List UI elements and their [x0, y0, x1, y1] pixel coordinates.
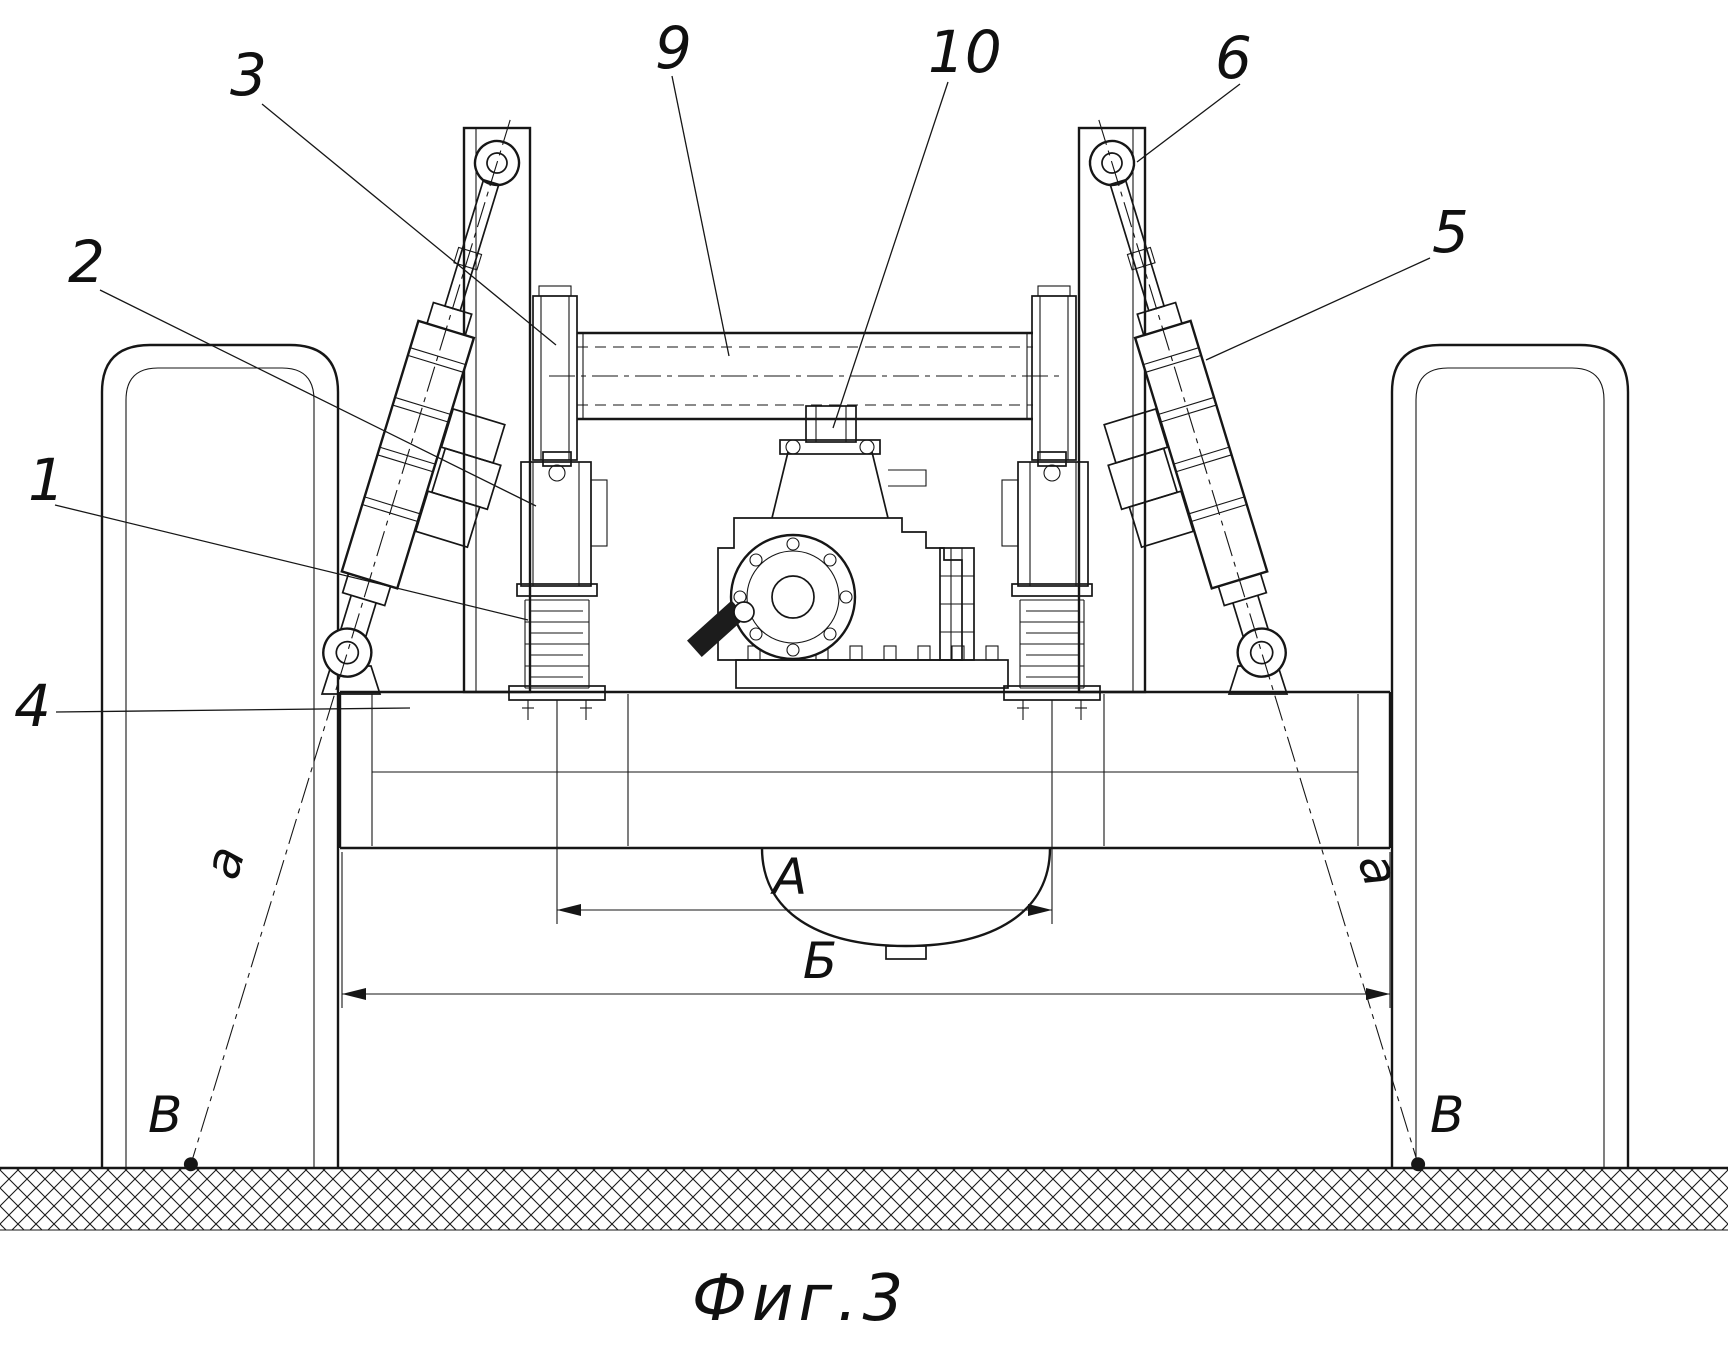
left-hydraulic-cylinder [183, 119, 521, 1172]
differential-dome [760, 847, 1052, 960]
axis-a-label-right: а [1347, 847, 1411, 893]
callout-1-label: 1 [28, 446, 65, 514]
central-gear-unit [687, 405, 1009, 689]
dimension-B-label: Б [803, 932, 837, 990]
callout-4-label: 4 [14, 672, 51, 740]
ground-point-B-right: В [1430, 1086, 1464, 1144]
callout-3-label: 3 [230, 41, 267, 109]
ground-point-B-left: В [148, 1086, 182, 1144]
callout-2-label: 2 [68, 228, 105, 296]
callout-9-label: 9 [655, 14, 692, 82]
dimension-A-label: А [770, 848, 807, 906]
left-lower-pivot-bracket [320, 665, 382, 695]
callout-5-label: 5 [1432, 198, 1469, 266]
right-guide-assembly [1001, 285, 1101, 721]
callout-10-label: 10 [928, 18, 1002, 86]
ground-hatching [0, 1166, 1728, 1231]
axis-a-label-left: а [192, 839, 256, 885]
telescopic-cross-beam [549, 331, 1061, 421]
axle-beam [338, 690, 1392, 850]
dimension-A: А [556, 700, 1053, 924]
left-wheel [100, 343, 340, 1168]
lever-handle [687, 600, 747, 657]
left-guide-assembly [508, 285, 608, 720]
dimension-B: Б [341, 852, 1391, 1008]
right-wheel [1390, 343, 1630, 1170]
callout-6-label: 6 [1215, 24, 1252, 92]
figure-caption: Фиг.3 [692, 1262, 908, 1336]
left-support-plate [462, 126, 532, 694]
callout-leaders [54, 75, 1431, 713]
